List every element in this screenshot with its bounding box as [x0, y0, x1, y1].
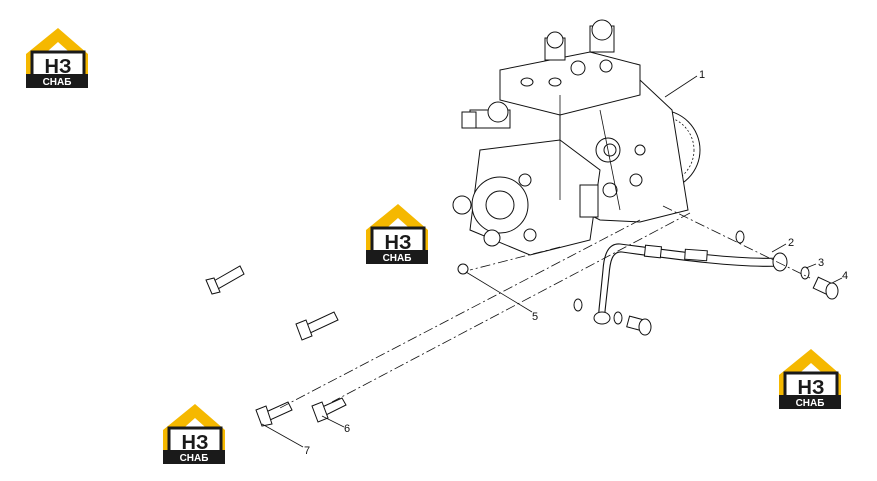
leader-4 [831, 277, 843, 284]
bolt-upper [205, 265, 245, 295]
callout-4: 4 [842, 270, 848, 282]
callout-3: 3 [818, 257, 824, 269]
washer [800, 266, 810, 280]
bolt-middle [295, 311, 339, 341]
leader-3 [805, 263, 817, 269]
logo-mark: НЗ [385, 232, 412, 254]
bolt-6 [311, 397, 347, 423]
logo-subtitle: СНАБ [180, 453, 209, 464]
callout-6: 6 [344, 423, 350, 435]
banjo-bolt-right [812, 276, 839, 300]
leader-7 [261, 423, 304, 448]
logo-mark: НЗ [798, 377, 825, 399]
leader-6 [321, 415, 345, 428]
logo-mark: НЗ [45, 56, 72, 78]
leader-2 [771, 243, 787, 253]
injection-pump [452, 19, 701, 256]
logo-subtitle: СНАБ [383, 253, 412, 264]
nut [457, 263, 469, 275]
washer [613, 311, 623, 325]
fuel-pipe [593, 243, 788, 325]
logo-top-left: НЗ СНАБ [24, 26, 90, 90]
logo-bottom-left: НЗ СНАБ [161, 402, 227, 466]
banjo-bolt-lower [626, 315, 652, 336]
logo-right: НЗ СНАБ [777, 347, 843, 411]
callout-5: 5 [532, 311, 538, 323]
logo-center: НЗ СНАБ [364, 202, 430, 266]
washer [573, 298, 583, 312]
leader-1 [664, 75, 698, 98]
washer [735, 230, 745, 244]
callout-2: 2 [788, 237, 794, 249]
logo-subtitle: СНАБ [43, 77, 72, 88]
logo-subtitle: СНАБ [796, 398, 825, 409]
bolt-7 [255, 401, 293, 427]
callout-1: 1 [699, 69, 705, 81]
callout-7: 7 [304, 445, 310, 457]
logo-mark: НЗ [182, 432, 209, 454]
leader-5 [465, 271, 533, 313]
